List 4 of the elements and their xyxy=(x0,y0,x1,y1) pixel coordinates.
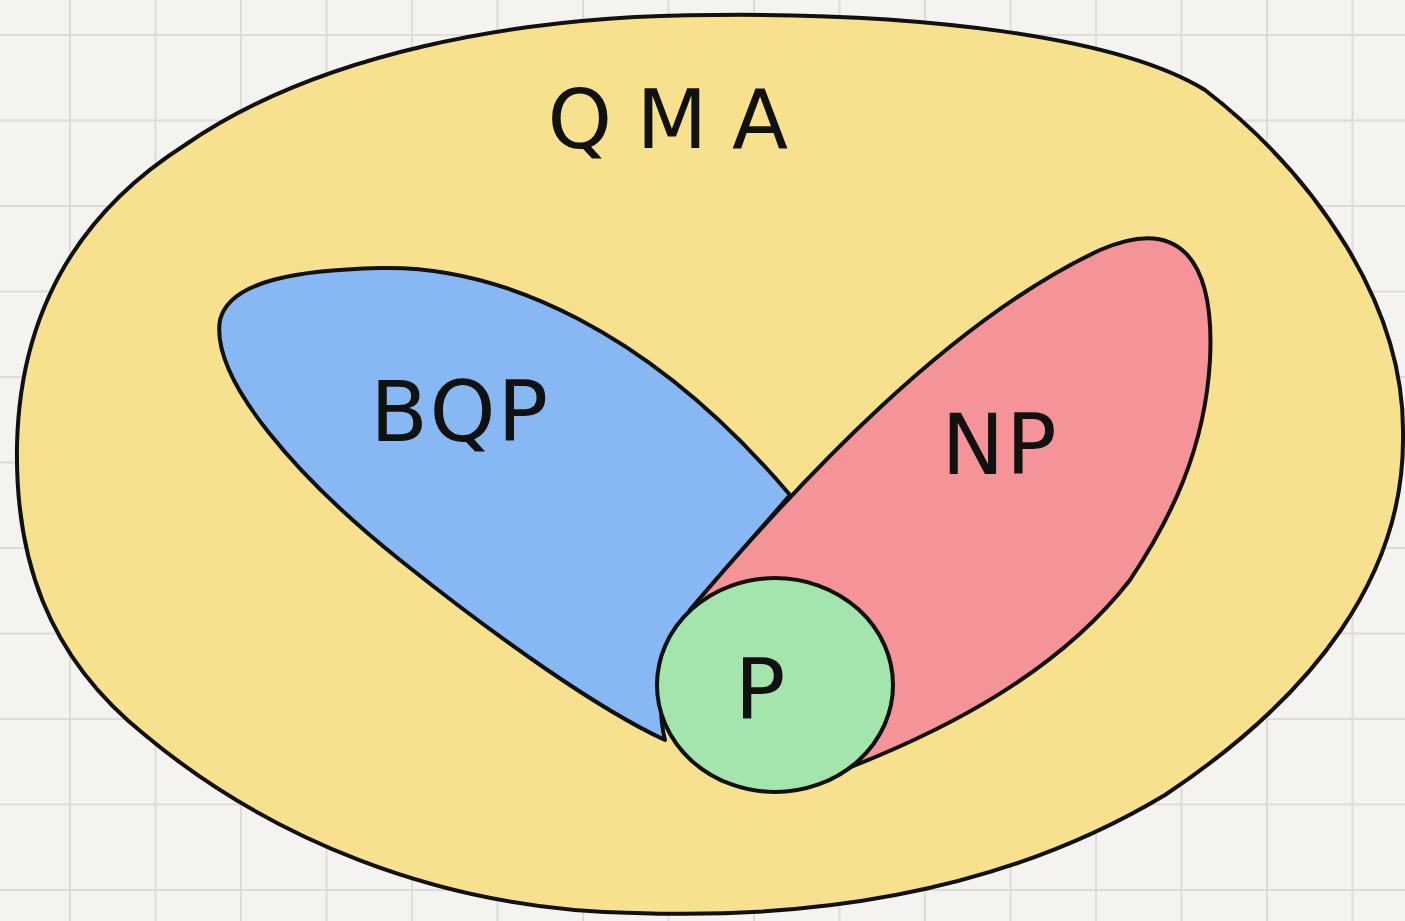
set-label: NP xyxy=(941,403,1059,487)
set-label: BQP xyxy=(370,370,550,454)
set-label: P xyxy=(734,648,786,732)
set-label: QMA xyxy=(547,79,813,161)
